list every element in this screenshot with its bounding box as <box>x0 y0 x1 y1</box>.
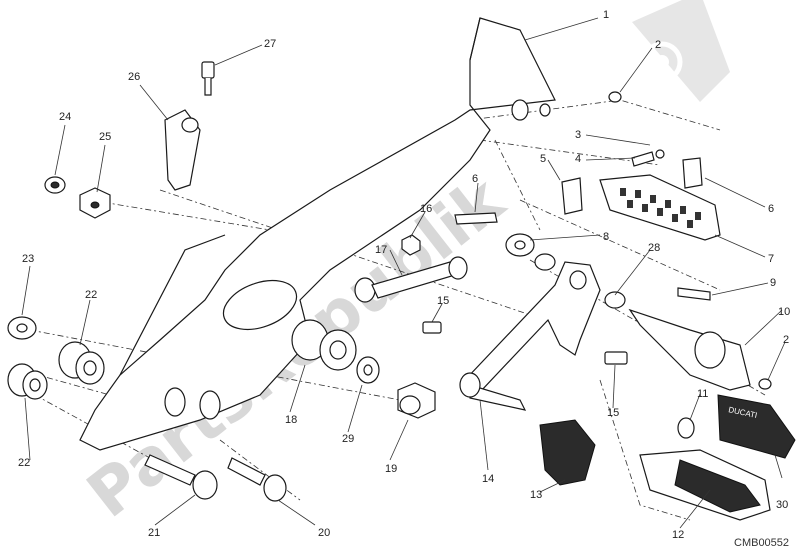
pin-9 <box>677 287 711 301</box>
bushing-18 <box>291 319 357 371</box>
o-ring-28 <box>534 253 626 309</box>
callout-20: 20 <box>318 527 330 539</box>
pin-5 <box>454 212 498 225</box>
callout-15: 15 <box>607 407 619 419</box>
callout-labels: 1 2 3 4 5 6 6 7 8 9 10 2 11 12 13 14 15 … <box>18 9 790 541</box>
footpeg-bracket <box>79 17 556 451</box>
callout-28: 28 <box>648 242 660 254</box>
ball-3 <box>655 149 665 159</box>
washer-29 <box>356 356 380 384</box>
callout-9: 9 <box>770 277 776 289</box>
circlip-2-upper <box>608 91 622 103</box>
callout-14: 14 <box>482 473 494 485</box>
spacer-24 <box>44 176 66 194</box>
callout-1: 1 <box>603 9 609 21</box>
bolt-27 <box>201 61 215 96</box>
callout-16: 16 <box>420 203 432 215</box>
washer-8 <box>505 233 535 257</box>
callout-19: 19 <box>385 463 397 475</box>
washer-23 <box>7 316 37 340</box>
rider-footpeg-7 <box>599 174 721 241</box>
callout-6: 6 <box>768 203 774 215</box>
spring-11 <box>677 417 695 439</box>
callout-22: 22 <box>85 289 97 301</box>
link-26 <box>164 109 201 191</box>
callout-4: 4 <box>575 153 581 165</box>
gear-lever-14 <box>459 261 601 411</box>
callout-17: 17 <box>375 244 387 256</box>
plate-6-right <box>682 157 703 189</box>
callout-12: 12 <box>672 529 684 541</box>
tie-rod-17 <box>354 256 468 303</box>
callout-13: 13 <box>530 489 542 501</box>
nut-19 <box>397 382 436 419</box>
drawing-code: CMB00552 <box>734 537 789 549</box>
bushing-22-lower <box>7 363 48 400</box>
bolt-15-center <box>422 321 442 334</box>
lever-rubber-13 <box>539 419 596 486</box>
passenger-footpeg-12 <box>639 449 771 521</box>
callout-6: 5 <box>540 153 546 165</box>
plate-6-left <box>561 177 583 215</box>
callout-24: 24 <box>59 111 71 123</box>
callout-10: 10 <box>778 306 790 318</box>
callout-27: 27 <box>264 38 276 50</box>
callout-26: 26 <box>128 71 140 83</box>
gear-icon <box>632 0 730 102</box>
callout-5: 6 <box>472 173 478 185</box>
callout-30: 30 <box>776 499 788 511</box>
callout-23: 23 <box>22 253 34 265</box>
peg-body-10 <box>628 308 751 391</box>
leader-lines <box>21 17 786 529</box>
circlip-2-lower <box>758 378 772 390</box>
callout-2: 2 <box>783 334 789 346</box>
callout-25: 25 <box>99 131 111 143</box>
callout-22: 22 <box>18 457 30 469</box>
bolt-21 <box>144 454 218 500</box>
callout-21: 21 <box>148 527 160 539</box>
nut-25 <box>79 187 111 219</box>
rubber-pad-30: DUCATI <box>717 394 796 459</box>
callout-18: 18 <box>285 414 297 426</box>
bolt-15-right <box>604 351 628 365</box>
callout-2: 2 <box>655 39 661 51</box>
callout-15: 15 <box>437 295 449 307</box>
callout-3: 3 <box>575 129 581 141</box>
bushing-22-upper <box>58 341 105 385</box>
watermark: PartsRepublik <box>74 0 730 533</box>
bolt-20 <box>227 457 287 502</box>
callout-7: 7 <box>768 253 774 265</box>
callout-29: 29 <box>342 433 354 445</box>
spring-4 <box>631 151 655 167</box>
callout-11: 11 <box>697 388 708 400</box>
callout-8: 8 <box>603 231 609 243</box>
